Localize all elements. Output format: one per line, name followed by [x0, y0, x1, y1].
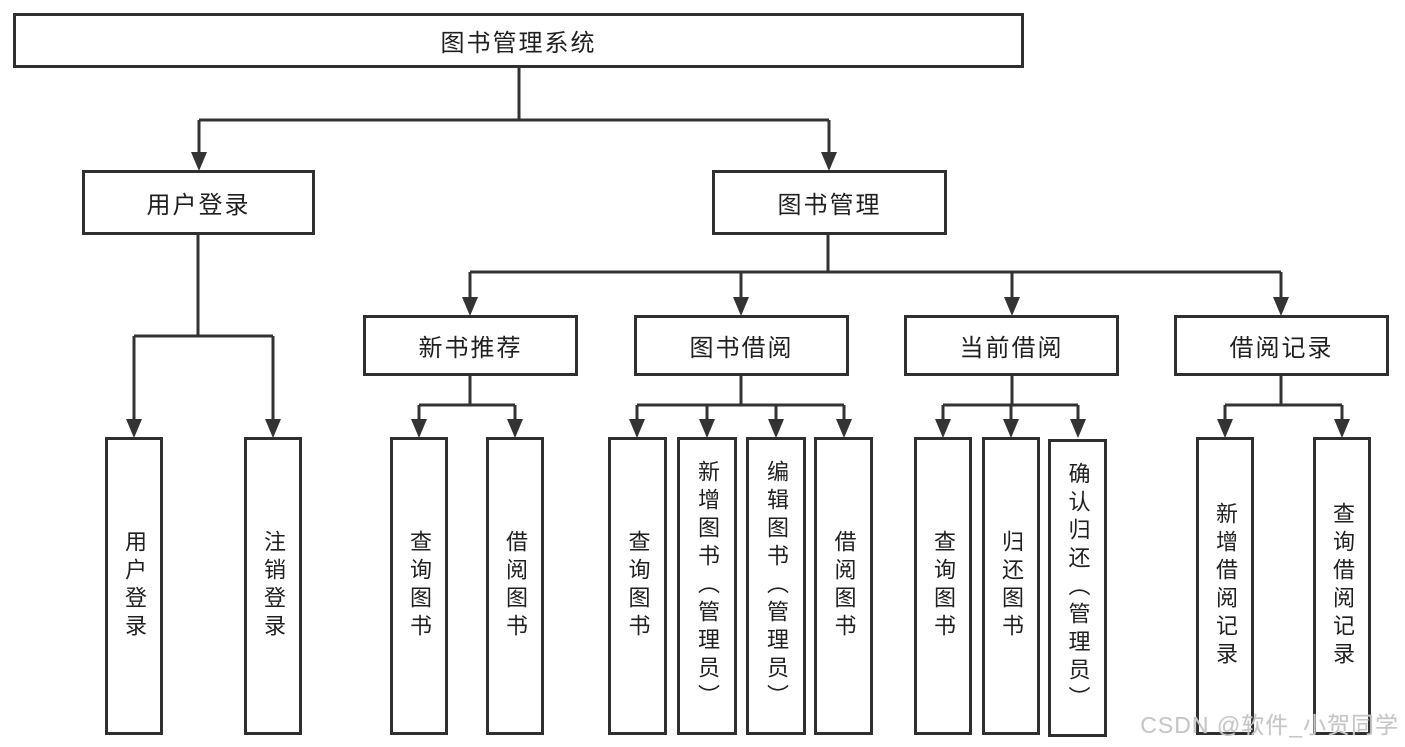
node-new-book-recommend-label: 新书推荐 — [418, 335, 523, 362]
arrowhead-icon — [768, 419, 784, 438]
node-root: 图书管理系统 — [13, 13, 1024, 68]
leaf-borrow-books-recommend: 借阅图书 — [486, 437, 544, 735]
leaf-query-books-current-label: 查询图书 — [931, 530, 956, 642]
arrowhead-icon — [629, 419, 645, 438]
node-root-label: 图书管理系统 — [440, 30, 597, 57]
node-book-borrow: 图书借阅 — [634, 315, 849, 376]
node-user-login: 用户登录 — [82, 170, 315, 235]
arrowhead-icon — [935, 419, 951, 438]
leaf-confirm-return-admin-label: 确认归还（管理员） — [1065, 462, 1091, 714]
node-book-management: 图书管理 — [712, 170, 947, 235]
node-user-login-label: 用户登录 — [146, 192, 251, 219]
leaf-query-books-recommend-label: 查询图书 — [407, 530, 432, 642]
leaf-user-login-label: 用户登录 — [122, 530, 147, 642]
leaf-query-borrow-record-label: 查询借阅记录 — [1330, 502, 1355, 670]
leaf-query-books-borrow-label: 查询图书 — [625, 530, 651, 642]
node-current-borrow: 当前借阅 — [904, 315, 1119, 376]
leaf-borrow-books-recommend-label: 借阅图书 — [503, 530, 528, 642]
leaf-add-book-admin: 新增图书（管理员） — [677, 437, 737, 735]
leaf-query-books-borrow: 查询图书 — [608, 437, 667, 735]
leaf-user-login: 用户登录 — [105, 437, 163, 735]
node-borrow-records: 借阅记录 — [1174, 315, 1389, 376]
arrowhead-icon — [411, 419, 427, 438]
arrowhead-icon — [1003, 419, 1019, 438]
leaf-add-borrow-record: 新增借阅记录 — [1196, 437, 1254, 735]
leaf-edit-book-admin: 编辑图书（管理员） — [746, 437, 806, 735]
arrowhead-icon — [1004, 297, 1020, 316]
leaf-logout-label: 注销登录 — [261, 530, 286, 642]
arrowhead-icon — [462, 297, 478, 316]
node-book-management-label: 图书管理 — [777, 192, 882, 219]
leaf-return-book: 归还图书 — [982, 437, 1040, 735]
arrowhead-icon — [1334, 419, 1350, 438]
leaf-edit-book-admin-label: 编辑图书（管理员） — [764, 460, 789, 712]
watermark: CSDN @软件_小贺同学 — [1140, 712, 1399, 738]
arrowhead-icon — [126, 419, 142, 438]
leaf-return-book-label: 归还图书 — [999, 530, 1024, 642]
arrowhead-icon — [1217, 419, 1233, 438]
arrowhead-icon — [1273, 297, 1289, 316]
node-book-borrow-label: 图书借阅 — [689, 335, 794, 362]
node-new-book-recommend: 新书推荐 — [363, 315, 578, 376]
leaf-add-borrow-record-label: 新增借阅记录 — [1213, 502, 1238, 670]
node-borrow-records-label: 借阅记录 — [1229, 335, 1334, 362]
leaf-query-borrow-record: 查询借阅记录 — [1313, 437, 1371, 735]
arrowhead-icon — [836, 419, 852, 438]
arrowhead-icon — [507, 419, 523, 438]
arrowhead-icon — [191, 152, 207, 171]
arrowhead-icon — [265, 419, 281, 438]
arrowhead-icon — [821, 152, 837, 171]
leaf-query-books-recommend: 查询图书 — [390, 437, 448, 735]
arrowhead-icon — [1070, 419, 1086, 438]
leaf-query-books-current: 查询图书 — [914, 437, 972, 735]
node-current-borrow-label: 当前借阅 — [959, 335, 1064, 362]
arrowhead-icon — [699, 419, 715, 438]
leaf-confirm-return-admin: 确认归还（管理员） — [1048, 439, 1107, 737]
leaf-borrow-books-label: 借阅图书 — [831, 530, 857, 642]
leaf-add-book-admin-label: 新增图书（管理员） — [695, 460, 720, 712]
leaf-logout: 注销登录 — [244, 437, 302, 735]
arrowhead-icon — [733, 297, 749, 316]
leaf-borrow-books: 借阅图书 — [814, 437, 873, 735]
